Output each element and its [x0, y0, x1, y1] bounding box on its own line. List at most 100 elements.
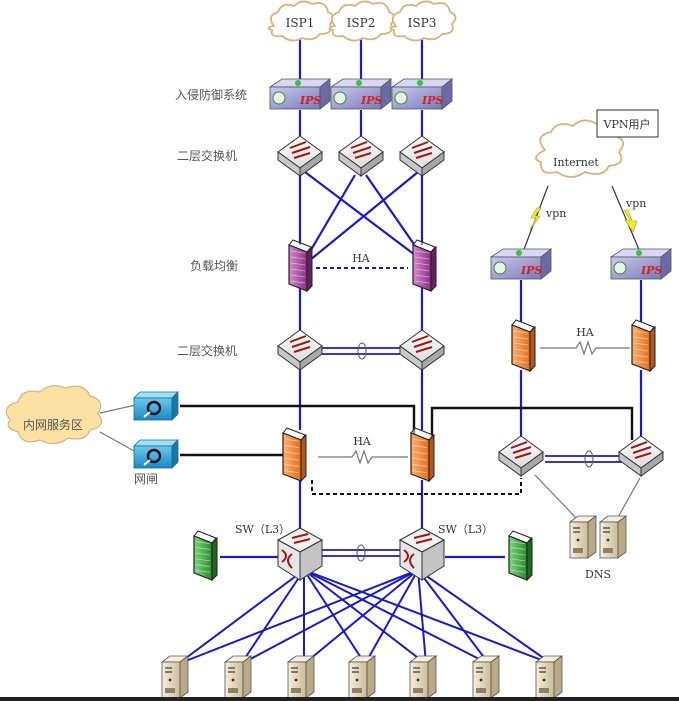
server-5: [408, 655, 438, 699]
lan-service-cloud: 内网服务区: [5, 385, 103, 445]
link-core-server: [177, 569, 419, 665]
ha-label-fw-main: HA: [353, 435, 372, 448]
ips-text: IPS: [640, 264, 662, 277]
link-aggregation-vpn: [584, 450, 594, 468]
l2-switch-mid-2: [399, 329, 445, 371]
link-core-server: [303, 569, 553, 665]
isp-label: ISP3: [408, 16, 437, 30]
link-core-server: [177, 569, 305, 665]
row-label-l2-switch-mid: 二层交换机: [177, 343, 237, 358]
link-sw2-lb2: [365, 174, 419, 251]
links-layer: [220, 38, 643, 559]
link-core-server: [240, 569, 419, 665]
link-lan-gateway2: [99, 431, 137, 453]
network-gateway-2: [133, 439, 179, 469]
link-core-server: [303, 569, 427, 665]
green-firewall-right: [508, 530, 533, 582]
server-6: [471, 655, 501, 699]
gateway-label: 网闸: [134, 472, 158, 486]
bottom-border: [0, 697, 679, 701]
vpn-link-label-left: vpn: [545, 207, 566, 220]
lightning-icon: [623, 209, 638, 233]
row-label-ips: 入侵防御系统: [175, 87, 247, 102]
link-core-server: [303, 569, 419, 665]
vpn-user-label: VPN用户: [603, 117, 651, 131]
ips-device-2: IPS: [329, 78, 393, 110]
link-core-server: [303, 569, 490, 665]
isp-clouds: ISP1 ISP2 ISP3: [267, 0, 457, 42]
link-core-server: [417, 569, 553, 665]
link-sw2-lb1: [307, 174, 356, 256]
vpn-firewall-2: [631, 319, 656, 373]
black-links: [180, 404, 634, 457]
link-aggregation-core: [356, 544, 366, 562]
ha-label-lb: HA: [352, 252, 371, 265]
server-1: [160, 655, 190, 699]
dns-server-2: [598, 515, 628, 559]
network-gateway-1: [133, 391, 179, 421]
load-balancer-1: [288, 239, 313, 293]
dashed-links: [311, 478, 522, 495]
dns-label: DNS: [585, 568, 611, 581]
core-switch-l3-right: [398, 527, 446, 581]
green-firewall-left: [193, 530, 218, 582]
vpn-ips-device-2: IPS: [609, 248, 673, 280]
l2-switch-top-2: [338, 135, 384, 177]
ha-link-fw-main: [318, 449, 408, 465]
core-switch-right-label: SW（L3）: [438, 523, 493, 536]
link-lan-gateway1: [99, 404, 137, 414]
l2-switch-top-1: [277, 135, 323, 177]
ips-text: IPS: [421, 94, 443, 107]
ips-text: IPS: [360, 94, 382, 107]
ha-label-fw-vpn: HA: [576, 326, 595, 339]
isp-label: ISP1: [286, 16, 315, 30]
link-core-server: [417, 569, 490, 665]
link-core-server: [364, 569, 419, 665]
trunk-links: [322, 342, 625, 562]
vpn-link-label-right: vpn: [625, 197, 646, 210]
ha-link-fw-vpn: [540, 340, 630, 356]
core-switch-l3-left: [276, 527, 324, 581]
link-fw2-vpnsw2: [430, 406, 634, 440]
vpn-firewall-1: [511, 319, 536, 373]
isp-cloud-2: ISP2: [328, 0, 396, 42]
load-balancer-2: [412, 239, 437, 293]
lan-cloud-label: 内网服务区: [23, 417, 83, 432]
ips-text: IPS: [299, 94, 321, 107]
link-gateway1-fw2: [180, 404, 416, 436]
l2-switch-mid-1: [277, 329, 323, 371]
link-sw1-lb2: [304, 171, 416, 256]
core-switch-left-label: SW（L3）: [235, 523, 290, 536]
ips-text: IPS: [520, 264, 542, 277]
lightning-icon: [529, 207, 542, 231]
server-4: [347, 655, 377, 699]
server-links: [177, 569, 553, 665]
server-2: [223, 655, 253, 699]
link-sw3-lb1: [309, 171, 419, 261]
link-aggregation-mid: [357, 342, 367, 360]
link-core-server: [240, 569, 305, 665]
row-label-load-balance: 负载均衡: [190, 259, 238, 273]
link-core-server: [303, 569, 366, 665]
internet-label: Internet: [553, 156, 599, 169]
link-fw1-vpnsw1-dashed: [311, 478, 522, 495]
link-vpnsw1-dns1: [534, 474, 579, 521]
vpn-ips-device-1: IPS: [489, 248, 553, 280]
firewall-main-2: [410, 427, 435, 483]
server-7: [534, 655, 564, 699]
link-core-server: [417, 569, 427, 665]
ips-device-3: IPS: [390, 78, 454, 110]
l2-switch-top-3: [399, 135, 445, 177]
vpn-user-box: VPN用户: [596, 109, 659, 138]
vpn-switch-2: [618, 435, 664, 477]
dns-server-1: [568, 515, 598, 559]
isp-label: ISP2: [347, 16, 376, 30]
isp-cloud-3: ISP3: [389, 0, 457, 42]
vpn-links: [522, 185, 641, 253]
vpn-bolts: [529, 207, 638, 233]
ips-device-1: IPS: [268, 78, 332, 110]
isp-cloud-1: ISP1: [267, 0, 335, 42]
row-label-l2-switch-top: 二层交换机: [177, 148, 237, 163]
vpn-switch-1: [498, 435, 544, 477]
